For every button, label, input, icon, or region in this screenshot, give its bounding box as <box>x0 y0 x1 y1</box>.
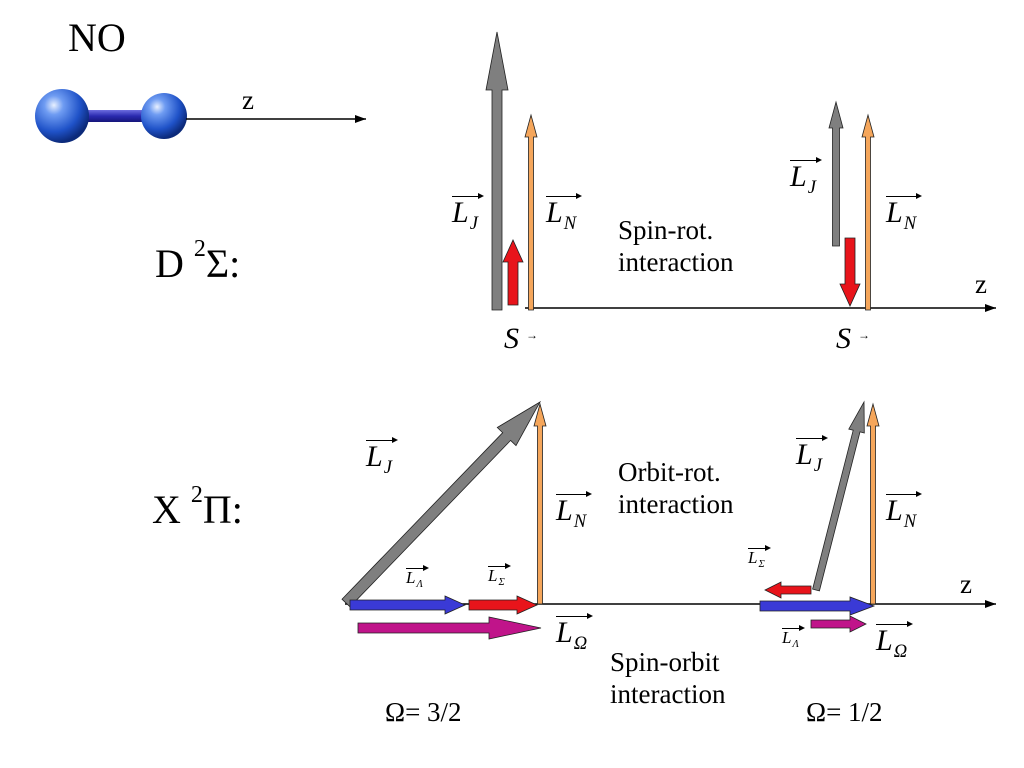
arrow-l-n-d-right <box>861 113 875 311</box>
vector-l-lambda-x-right: LΛ <box>782 625 805 650</box>
arrow-l-lambda-x-left <box>349 595 466 615</box>
oxygen-atom <box>141 93 187 139</box>
arrow-l-n-x-left <box>533 402 547 605</box>
vector-l-sigma-x-left: LΣ <box>488 563 511 588</box>
vector-s-d-right: S→ <box>836 322 870 355</box>
x-pi-state-label: X 2Π: <box>152 482 243 532</box>
vector-l-n-x-left: LN <box>556 491 593 533</box>
nitrogen-atom <box>35 89 89 143</box>
arrow-s-d-right <box>839 237 861 307</box>
vector-l-n-d-left: LN <box>546 193 583 235</box>
vector-l-n-d-right: LN <box>886 193 923 235</box>
vector-l-omega-x-right: LΩ <box>876 621 914 663</box>
vector-l-omega-x-left: LΩ <box>556 613 594 655</box>
arrow-l-omega-x-left <box>357 616 542 640</box>
vector-l-lambda-x-left: LΛ <box>406 565 429 590</box>
arrow-l-j-d-left <box>485 31 509 311</box>
arrow-l-j-d-right <box>828 100 844 247</box>
spin-rot-interaction-label: Spin-rot.interaction <box>618 215 734 277</box>
arrow-l-sigma-x-left <box>468 595 538 615</box>
molecule-z-label: z <box>242 85 254 115</box>
orbit-rot-interaction-label: Orbit-rot.interaction <box>618 457 734 519</box>
d-sigma-state-label: D 2Σ: <box>155 236 241 286</box>
vector-l-n-x-right: LN <box>886 491 923 533</box>
arrow-l-lambda-x-right <box>759 596 876 616</box>
x-axis-z-label: z <box>960 569 972 599</box>
arrow-l-sigma-x-right <box>764 581 812 599</box>
vector-arrows <box>341 31 880 640</box>
omega-one-half-label: Ω= 1/2 <box>806 697 883 727</box>
arrow-s-d-left <box>502 239 524 306</box>
arrow-l-n-x-right <box>866 402 880 605</box>
arrow-l-j-x-left <box>341 400 542 608</box>
vector-l-sigma-x-right: LΣ <box>748 545 771 570</box>
arrow-l-omega-x-right <box>810 615 867 633</box>
arrow-l-j-x-right <box>812 400 865 592</box>
no-molecule <box>35 89 366 143</box>
omega-three-halves-label: Ω= 3/2 <box>385 697 462 727</box>
molecule-label: NO <box>68 15 126 60</box>
vector-l-j-d-right: LJ <box>790 157 822 199</box>
arrow-l-n-d-left <box>524 113 538 311</box>
d-axis-z-label: z <box>975 269 987 299</box>
vector-l-j-d-left: LJ <box>452 193 484 235</box>
vector-l-j-x-right: LJ <box>796 435 828 477</box>
vector-l-j-x-left: LJ <box>366 437 398 479</box>
vector-s-d-left: S→ <box>504 322 538 355</box>
